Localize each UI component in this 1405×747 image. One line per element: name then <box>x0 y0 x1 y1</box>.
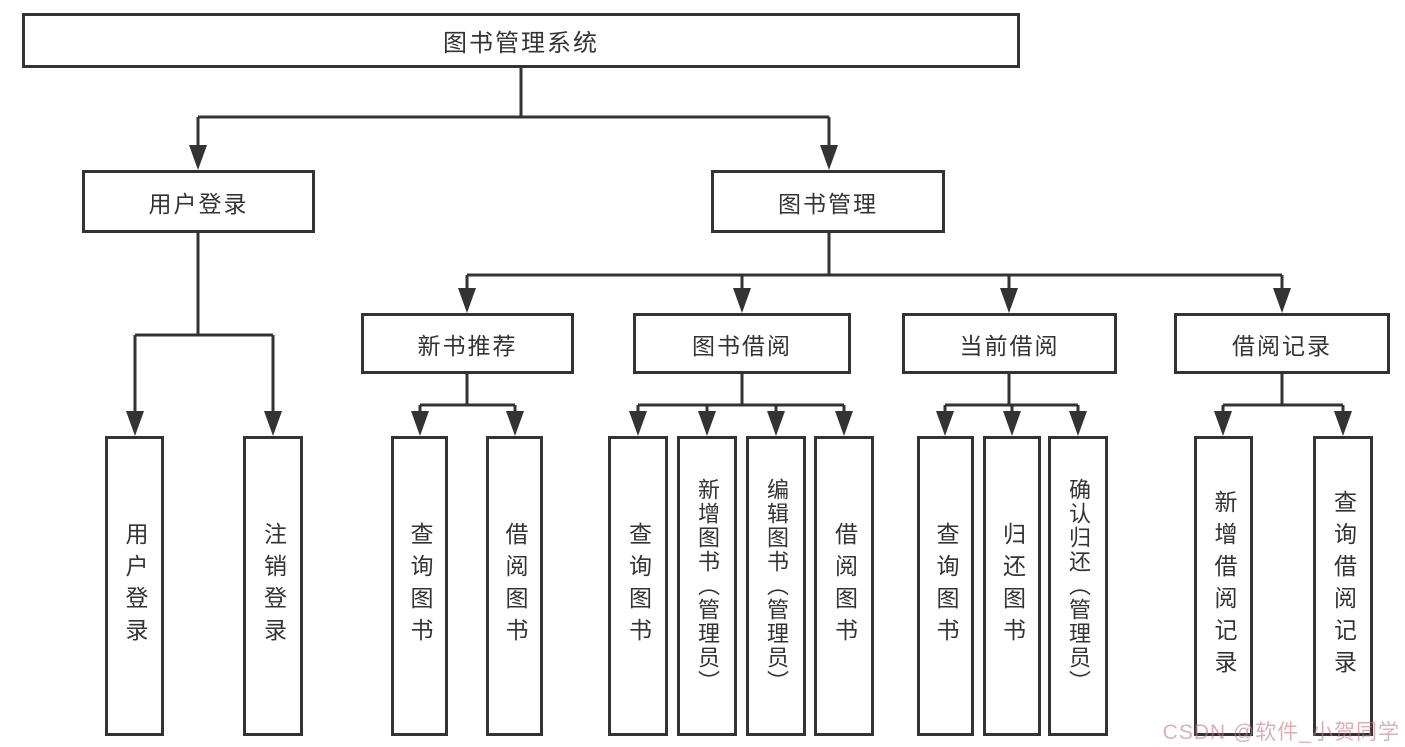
leaf-add-borrow-record: 新增借阅记录 <box>1194 436 1253 736</box>
node-user-login: 用户登录 <box>82 170 315 233</box>
leaf-label: 新增借阅记录 <box>1211 490 1237 682</box>
leaf-query-books-recommend: 查询图书 <box>391 436 448 736</box>
leaf-label: 新增图书（管理员） <box>695 478 720 694</box>
leaf-logout: 注销登录 <box>243 436 303 736</box>
leaf-add-books-admin: 新增图书（管理员） <box>677 436 737 736</box>
leaf-return-books: 归还图书 <box>983 436 1041 736</box>
leaf-user-login: 用户登录 <box>105 436 164 736</box>
leaf-label: 借阅图书 <box>831 522 858 650</box>
leaf-label: 查询借阅记录 <box>1330 490 1357 682</box>
leaf-label: 查询图书 <box>933 522 959 650</box>
leaf-label: 归还图书 <box>999 522 1026 650</box>
leaf-label: 编辑图书（管理员） <box>764 478 789 694</box>
node-label: 用户登录 <box>148 190 249 217</box>
node-label: 当前借阅 <box>959 332 1060 359</box>
leaf-label: 用户登录 <box>122 522 148 650</box>
node-label: 新书推荐 <box>417 332 518 359</box>
leaf-label: 查询图书 <box>625 522 652 650</box>
node-borrowing-records: 借阅记录 <box>1174 313 1390 374</box>
node-new-book-recommend: 新书推荐 <box>361 313 574 374</box>
leaf-edit-books-admin: 编辑图书（管理员） <box>746 436 806 736</box>
node-root-library-system: 图书管理系统 <box>22 13 1020 68</box>
arrowheads <box>126 145 1352 436</box>
node-current-borrowing: 当前借阅 <box>902 313 1117 374</box>
node-label: 图书管理 <box>778 190 878 217</box>
leaf-borrow-books: 借阅图书 <box>814 436 874 736</box>
node-book-borrowing: 图书借阅 <box>633 313 851 374</box>
leaf-query-books-borrowing: 查询图书 <box>608 436 668 736</box>
leaf-query-books-current: 查询图书 <box>917 436 974 736</box>
node-label: 图书管理系统 <box>443 30 599 57</box>
csdn-watermark: CSDN @软件_小贺同学 <box>1162 721 1400 744</box>
leaf-label: 查询图书 <box>407 522 433 650</box>
leaf-borrow-books-recommend: 借阅图书 <box>486 436 543 736</box>
leaf-label: 借阅图书 <box>502 522 528 650</box>
leaf-query-borrow-record: 查询借阅记录 <box>1313 436 1373 736</box>
node-label: 图书借阅 <box>692 332 792 359</box>
node-label: 借阅记录 <box>1232 332 1332 359</box>
leaf-label: 注销登录 <box>260 522 287 650</box>
leaf-confirm-return-admin: 确认归还（管理员） <box>1048 436 1108 736</box>
leaf-label: 确认归还（管理员） <box>1066 478 1091 694</box>
node-book-management: 图书管理 <box>711 170 945 233</box>
